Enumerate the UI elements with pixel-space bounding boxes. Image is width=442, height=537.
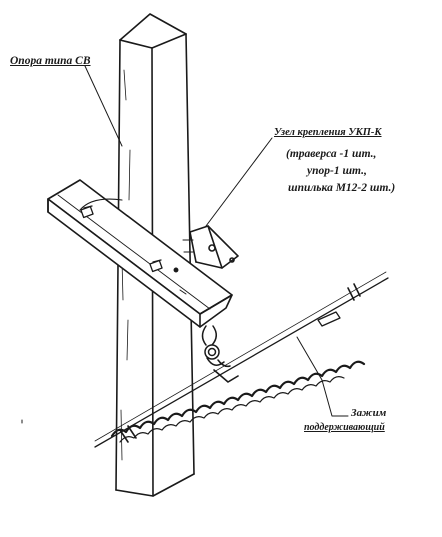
label-mounting-spec-line-1: (траверса -1 шт., xyxy=(286,148,377,160)
label-mounting-spec-line-3: шпилька М12-2 шт.) xyxy=(288,182,396,194)
leader-lines xyxy=(84,65,349,417)
stud-nuts xyxy=(79,198,179,273)
leader-pole xyxy=(84,65,123,147)
suspension-hook xyxy=(201,325,231,368)
label-mounting-spec-line-2: упор-1 шт., xyxy=(307,165,367,177)
support-bracket xyxy=(182,225,239,269)
leader-clamp xyxy=(296,336,349,417)
label-clamp-line-1: Зажим xyxy=(351,407,387,419)
cable-twist xyxy=(110,360,366,438)
label-pole: Опора типа СВ xyxy=(10,55,91,67)
detail-marks xyxy=(21,289,187,424)
label-clamp-line-2: поддерживающий xyxy=(304,422,385,433)
cable xyxy=(94,271,389,448)
label-mounting-unit: Узел крепления УКП-К xyxy=(274,127,382,138)
leader-mounting-unit xyxy=(202,137,273,231)
